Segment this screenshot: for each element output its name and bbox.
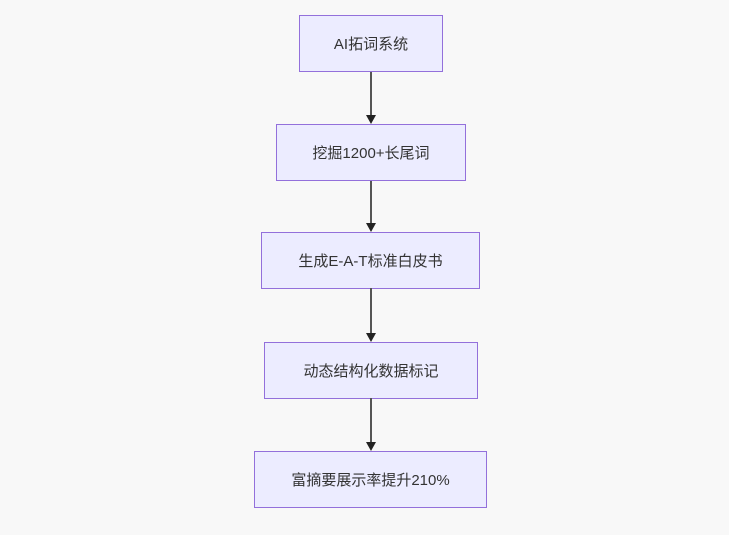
arrow-line — [370, 72, 372, 116]
flow-arrow-1 — [365, 72, 377, 124]
arrow-line — [370, 181, 372, 224]
flow-node-label: 生成E-A-T标准白皮书 — [298, 253, 443, 270]
flow-node-structured-data-markup: 动态结构化数据标记 — [264, 342, 478, 399]
arrowhead-down-icon — [366, 442, 376, 451]
arrowhead-down-icon — [366, 115, 376, 124]
flow-arrow-4 — [365, 398, 377, 451]
flow-node-label: 动态结构化数据标记 — [303, 363, 439, 380]
flow-arrow-3 — [365, 288, 377, 342]
flow-node-longtail-mining: 挖掘1200+长尾词 — [276, 124, 466, 181]
flow-node-rich-snippet-rate: 富摘要展示率提升210% — [254, 451, 487, 508]
flow-arrow-2 — [365, 181, 377, 232]
arrowhead-down-icon — [366, 333, 376, 342]
flow-node-eat-whitepaper: 生成E-A-T标准白皮书 — [261, 232, 480, 289]
flow-node-label: 富摘要展示率提升210% — [291, 472, 450, 489]
flow-node-ai-word-expansion: AI拓词系统 — [299, 15, 443, 72]
arrow-line — [370, 288, 372, 334]
arrowhead-down-icon — [366, 223, 376, 232]
flow-node-label: 挖掘1200+长尾词 — [312, 145, 430, 162]
arrow-line — [370, 398, 372, 443]
flow-node-label: AI拓词系统 — [333, 36, 409, 53]
